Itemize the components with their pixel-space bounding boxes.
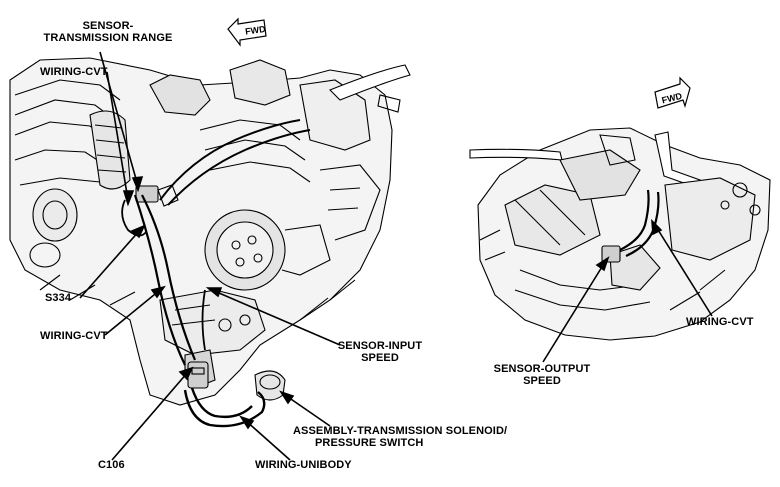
label-c106: C106 <box>98 459 125 471</box>
label-sensor-output-line1: SENSOR-OUTPUT <box>493 363 591 375</box>
label-wiring-unibody: WIRING-UNIBODY <box>255 459 352 471</box>
leader-wiring-unibody <box>244 419 291 461</box>
leader-solenoid <box>284 394 331 427</box>
label-wiring-cvt-right-text: WIRING-CVT <box>686 316 754 328</box>
leader-lines <box>79 51 713 461</box>
leader-s334 <box>79 229 141 299</box>
leader-wiring-cvt-left-top <box>106 71 129 201</box>
label-wiring-cvt-right: WIRING-CVT <box>686 316 754 328</box>
leader-c106 <box>111 371 189 461</box>
label-sensor-output-speed: SENSOR-OUTPUT SPEED <box>490 363 594 387</box>
label-wiring-cvt-left-top: WIRING-CVT <box>40 66 108 78</box>
label-s334-text: S334 <box>45 292 72 304</box>
fwd-arrow-left-label: FWD <box>244 24 266 37</box>
left-transmission-illustration <box>9 57 411 428</box>
label-solenoid-line2: PRESSURE SWITCH <box>315 437 424 449</box>
label-wiring-cvt-left-top-text: WIRING-CVT <box>40 66 108 78</box>
label-wiring-cvt-left-text: WIRING-CVT <box>40 330 108 342</box>
label-sensor-input-line1: SENSOR-INPUT <box>337 340 423 352</box>
label-wiring-unibody-text: WIRING-UNIBODY <box>255 459 352 471</box>
label-wiring-cvt-left: WIRING-CVT <box>40 330 108 342</box>
label-sensor-transmission-range-line1: SENSOR- <box>82 20 134 32</box>
label-sensor-input-speed: SENSOR-INPUT SPEED <box>335 340 425 364</box>
leader-wiring-cvt-right <box>654 224 713 317</box>
label-s334: S334 <box>45 292 71 304</box>
leader-sensor-transmission-range <box>99 51 139 187</box>
fwd-arrow-right-label: FWD <box>661 91 684 106</box>
label-c106-text: C106 <box>98 459 125 471</box>
label-sensor-transmission-range-line2: TRANSMISSION RANGE <box>43 32 173 44</box>
label-sensor-transmission-range: SENSOR- TRANSMISSION RANGE <box>38 20 178 44</box>
leader-sensor-input-speed <box>211 289 341 346</box>
fwd-arrow-left: FWD <box>227 17 267 47</box>
label-solenoid-line1: ASSEMBLY-TRANSMISSION SOLENOID/ <box>293 425 508 437</box>
fwd-arrow-right: FWD <box>654 76 691 109</box>
label-sensor-output-line2: SPEED <box>523 375 561 387</box>
right-transmission-illustration <box>469 127 771 341</box>
leader-sensor-output-speed <box>542 261 606 363</box>
label-solenoid-pressure-switch: ASSEMBLY-TRANSMISSION SOLENOID/ PRESSURE… <box>293 425 507 449</box>
leader-wiring-cvt-left <box>104 289 161 336</box>
label-sensor-input-line2: SPEED <box>361 352 399 364</box>
